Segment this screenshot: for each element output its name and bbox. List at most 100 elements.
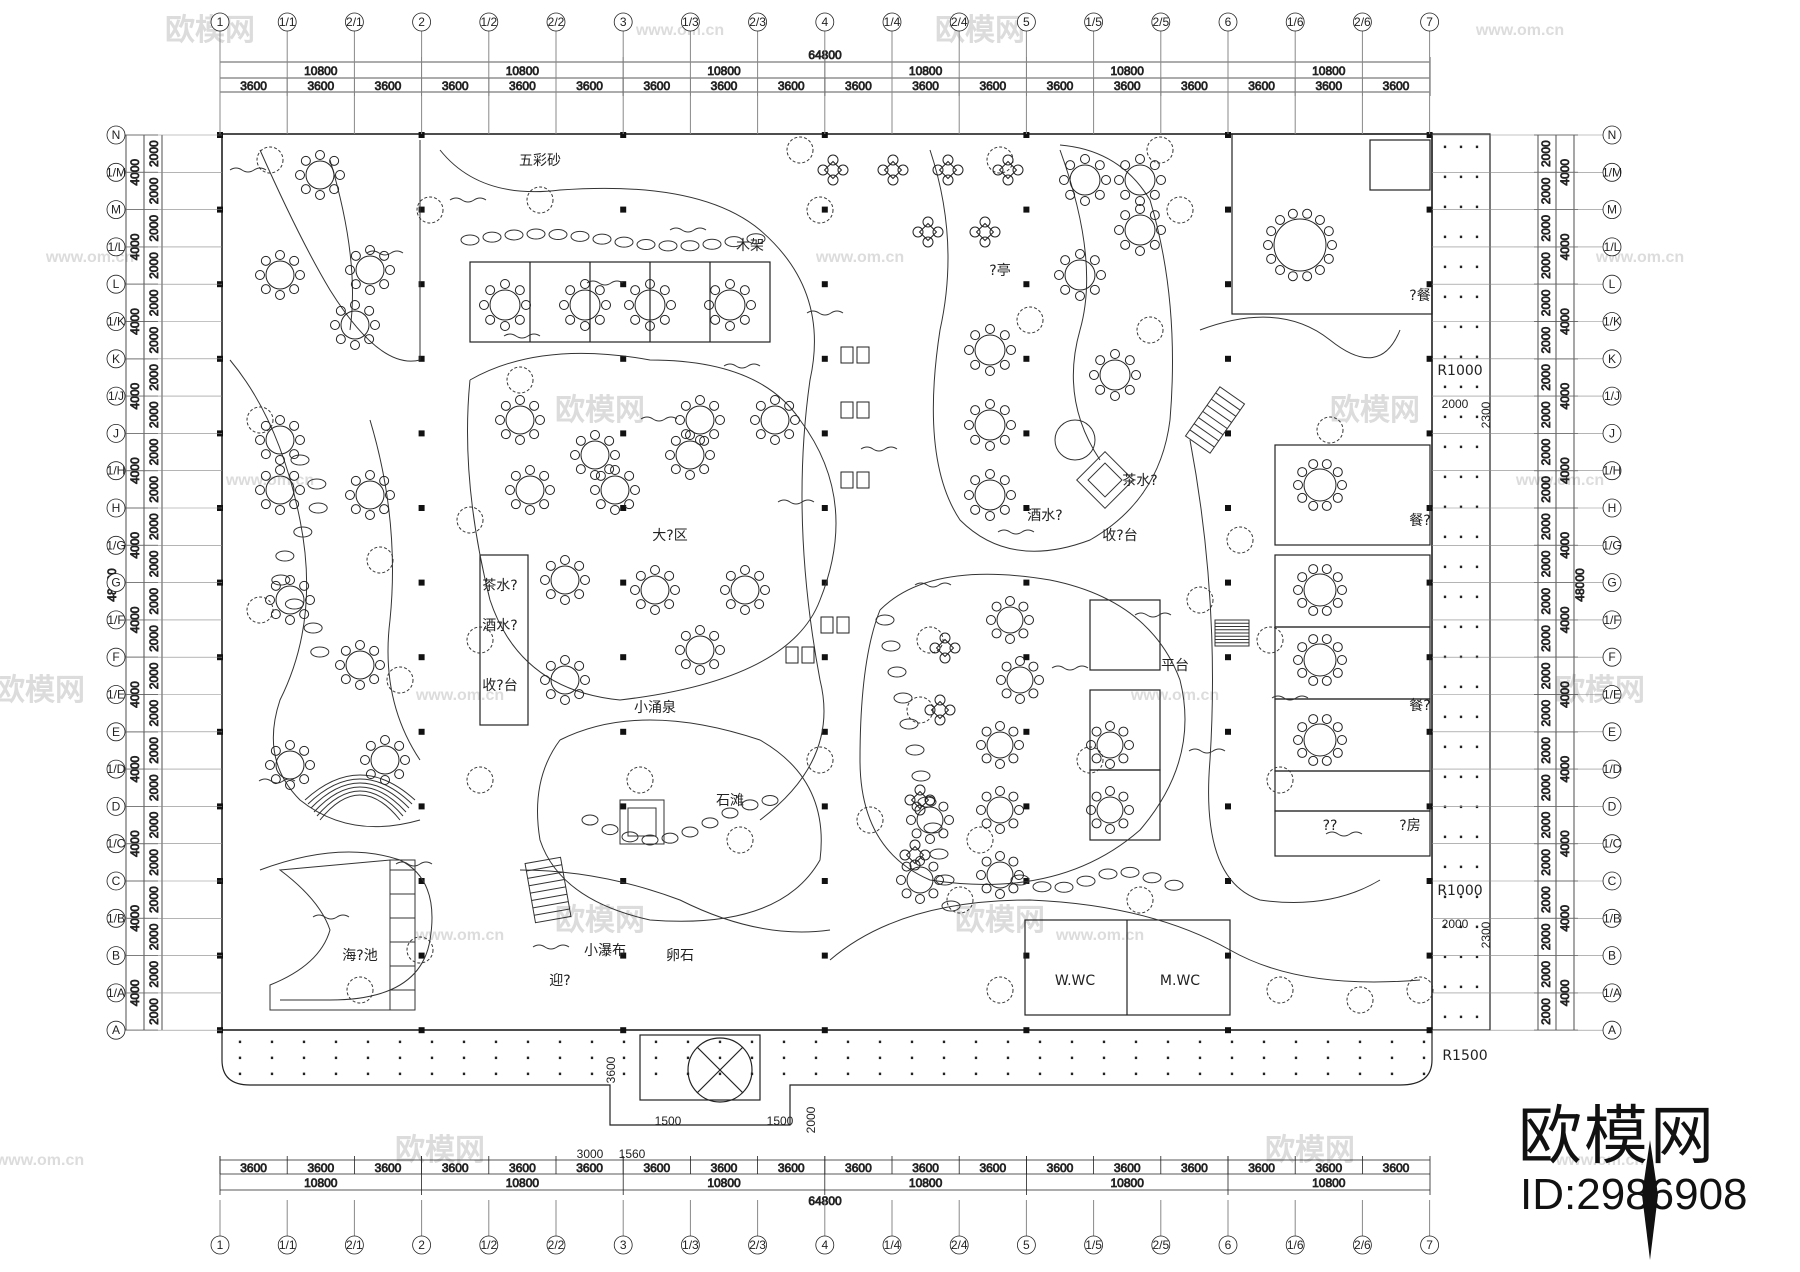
chair (709, 429, 720, 440)
booth-left (785, 646, 799, 664)
chair (964, 420, 974, 430)
stair-tread (532, 901, 569, 909)
chair (1008, 753, 1019, 764)
dim-row-small: 2000 (1539, 625, 1553, 652)
chair (922, 216, 934, 228)
chair (1006, 490, 1016, 500)
chair (1028, 688, 1039, 699)
pavilion-north (1076, 451, 1134, 509)
round-table (559, 279, 611, 331)
chair (350, 279, 361, 290)
terrace-dot: · (974, 1034, 978, 1048)
chair (985, 366, 995, 376)
dim-group-span: 10800 (707, 1176, 741, 1190)
chair (329, 184, 340, 195)
chair (265, 595, 275, 605)
table-top (918, 222, 938, 242)
tree-icon (1186, 586, 1214, 614)
dim-row-small: 2000 (147, 252, 161, 279)
axis-row-label: 1/J (108, 389, 124, 403)
axis-row-label: 1/D (1603, 762, 1622, 776)
chair (590, 485, 600, 495)
chair (695, 395, 705, 405)
dim-row-small: 2000 (1539, 811, 1553, 838)
label-small-fall: 小瀑布 (584, 943, 626, 959)
chair (695, 665, 705, 675)
chair (575, 435, 586, 446)
axis-row-label: 1/F (1603, 613, 1620, 627)
chair (989, 226, 1001, 238)
watermark-logo: 欧模网 (1265, 1133, 1355, 1168)
dim-group-span: 10800 (1111, 1176, 1145, 1190)
table-top (340, 310, 370, 340)
axis-bubble (1602, 498, 1622, 518)
terrace-dot: · (1459, 379, 1463, 393)
terrace-dot: · (1198, 1034, 1202, 1048)
label-tea-bar: 茶水? (482, 578, 517, 594)
chair (1120, 189, 1131, 200)
terrace-dot: · (1422, 1066, 1426, 1080)
axis-bubble (210, 1235, 230, 1255)
table-top (986, 796, 1014, 824)
chair (1118, 753, 1129, 764)
chair (1095, 384, 1106, 395)
chair (970, 475, 981, 486)
chair (1332, 572, 1343, 583)
chair (1337, 735, 1347, 745)
watermark-logo: 欧模网 (555, 393, 645, 428)
chair (1114, 225, 1124, 235)
terrace-dot: · (1443, 859, 1447, 873)
chair (1080, 196, 1090, 206)
water-ripple (640, 416, 678, 422)
chair (985, 324, 995, 334)
chair (1105, 759, 1115, 769)
axis-row-label: 1/B (107, 911, 125, 925)
dim-total-height: 48000 (1573, 568, 1587, 602)
dim-row-small: 2000 (147, 140, 161, 167)
table-top (355, 255, 385, 285)
chair (1018, 628, 1029, 639)
axis-row-label: 1/L (108, 240, 125, 254)
chair (1308, 675, 1319, 686)
column-post (821, 728, 828, 735)
axis-bubble (1420, 1235, 1439, 1255)
dim-bay: 3600 (643, 1161, 670, 1175)
terrace-dot: · (1459, 799, 1463, 813)
chair (594, 314, 605, 325)
chair (991, 601, 1002, 612)
pavilion-north-inner (1087, 462, 1123, 498)
water-ripple (586, 280, 624, 286)
garden-path (1059, 149, 1101, 461)
tree-icon (466, 626, 494, 654)
axis-row-label: 1/C (107, 837, 126, 851)
label-r1500: R1500 (1442, 1048, 1487, 1064)
dim-gap-north: 2000 (1442, 397, 1469, 411)
terrace-dot: · (1358, 1066, 1362, 1080)
axis-bubble (344, 12, 364, 32)
round-table (540, 555, 590, 605)
terrace-dot: · (1475, 259, 1479, 273)
dim-bay: 3600 (240, 1161, 267, 1175)
four-seat-table (904, 784, 936, 816)
chair (394, 740, 405, 751)
terrace-dot: · (1475, 529, 1479, 543)
terrace-dot: · (686, 1050, 690, 1064)
chair (1014, 740, 1024, 750)
table-top (685, 635, 715, 665)
watermark-logo: 欧模网 (165, 13, 255, 48)
chair (740, 605, 750, 615)
chair (970, 504, 981, 515)
terrace-dot: · (1326, 1066, 1330, 1080)
dim-entry-2000: 2000 (804, 1106, 818, 1133)
round-table (976, 851, 1024, 899)
chair (545, 485, 555, 495)
terrace-dot: · (942, 1050, 946, 1064)
chair (289, 449, 300, 460)
chair (995, 759, 1005, 769)
chair (604, 435, 615, 446)
axis-col-label: 5 (1023, 15, 1030, 29)
terrace-dot: · (1459, 709, 1463, 723)
terrace-dot: · (302, 1050, 306, 1064)
axis-bubble (949, 1235, 969, 1255)
